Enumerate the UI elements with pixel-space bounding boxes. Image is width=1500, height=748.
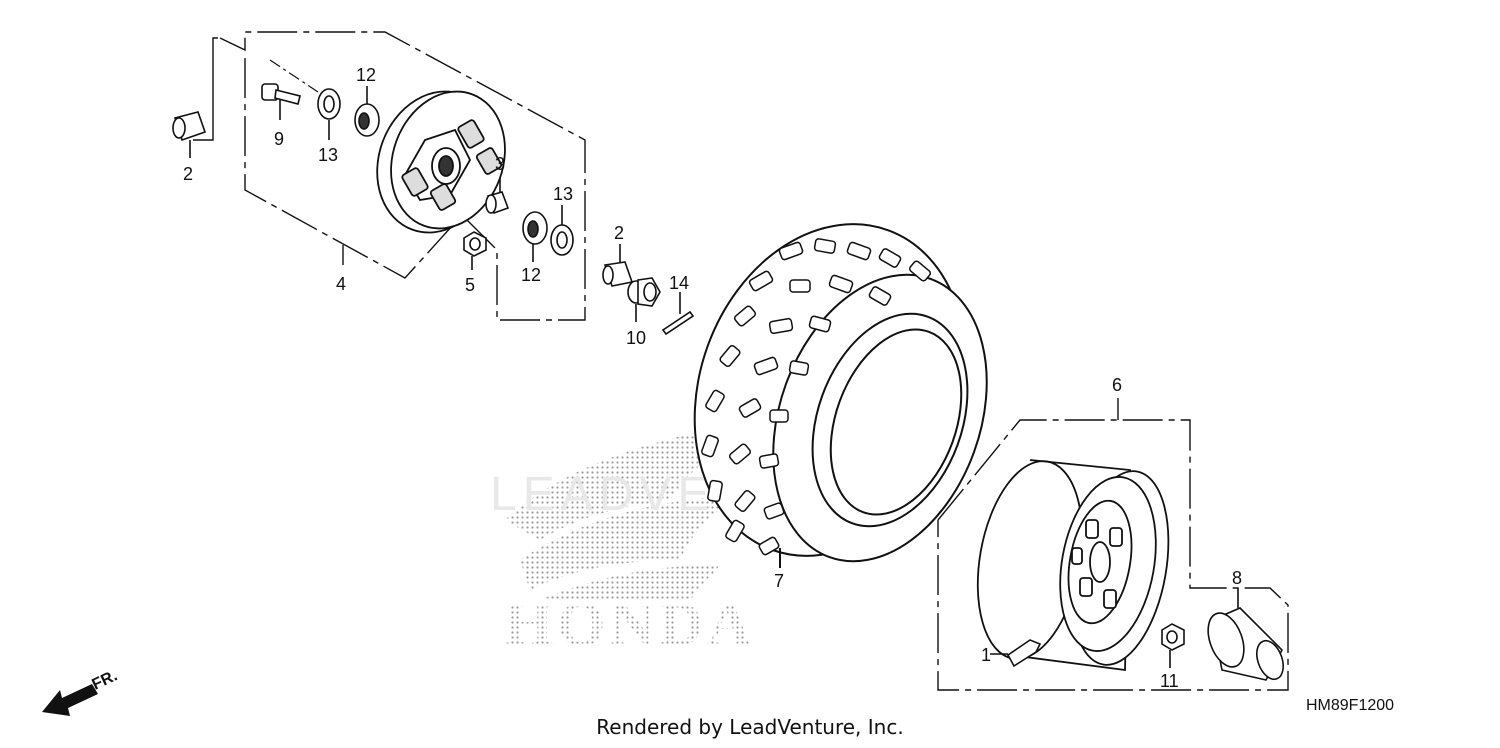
front-direction-arrow-icon: FR.: [42, 667, 120, 716]
callout-14: 14: [669, 273, 689, 293]
hub-cap-part-8: [1207, 588, 1284, 681]
callout-13-upper: 13: [318, 145, 338, 165]
spacer-part-3: [485, 178, 510, 215]
cotter-pin-part-14: [661, 292, 695, 336]
callout-1: 1: [981, 645, 991, 665]
front-hub-part-4: [376, 90, 506, 234]
callout-10: 10: [626, 328, 646, 348]
credit-footer: Rendered by LeadVenture, Inc.: [596, 715, 904, 739]
callout-2-right: 2: [614, 223, 624, 243]
diagram-code: HM89F1200: [1306, 697, 1395, 714]
callout-9: 9: [274, 129, 284, 149]
callout-3: 3: [495, 154, 505, 174]
oil-seal-part-13-lower: [550, 205, 574, 256]
honda-watermark-text: HONDA: [505, 591, 756, 659]
callout-12-lower: 12: [521, 265, 541, 285]
nut-part-5: [463, 231, 487, 270]
wheel-nut-part-11: [1161, 623, 1185, 668]
valve-stem-part-1: [990, 639, 1042, 668]
callout-12-upper: 12: [356, 65, 376, 85]
callout-labels: 1 2 2 3 4 5 6 7 8 9 10 11 12 12 13 13 14: [183, 65, 1242, 691]
wheel-assembly-bracket: [937, 398, 1289, 691]
callout-8: 8: [1232, 568, 1242, 588]
bearing-part-12-upper: [354, 86, 380, 137]
collar-part-2-right: [602, 244, 634, 287]
tire-part-7: [693, 223, 988, 568]
collar-part-2-left: [172, 111, 207, 158]
callout-4: 4: [336, 274, 346, 294]
oil-seal-part-13-upper: [317, 88, 341, 140]
wheel-rim-part-6: [976, 459, 1170, 672]
callout-13-lower: 13: [553, 184, 573, 204]
callout-2-left: 2: [183, 164, 193, 184]
callout-7: 7: [774, 571, 784, 591]
castle-nut-part-10: [627, 277, 661, 322]
bolt-part-9: [261, 83, 301, 120]
callout-5: 5: [465, 275, 475, 295]
callout-6: 6: [1112, 375, 1122, 395]
hub-assembly-bracket: [193, 31, 586, 321]
callout-11: 11: [1160, 671, 1179, 691]
direction-label: FR.: [90, 667, 121, 693]
bearing-part-12-lower: [522, 211, 548, 262]
